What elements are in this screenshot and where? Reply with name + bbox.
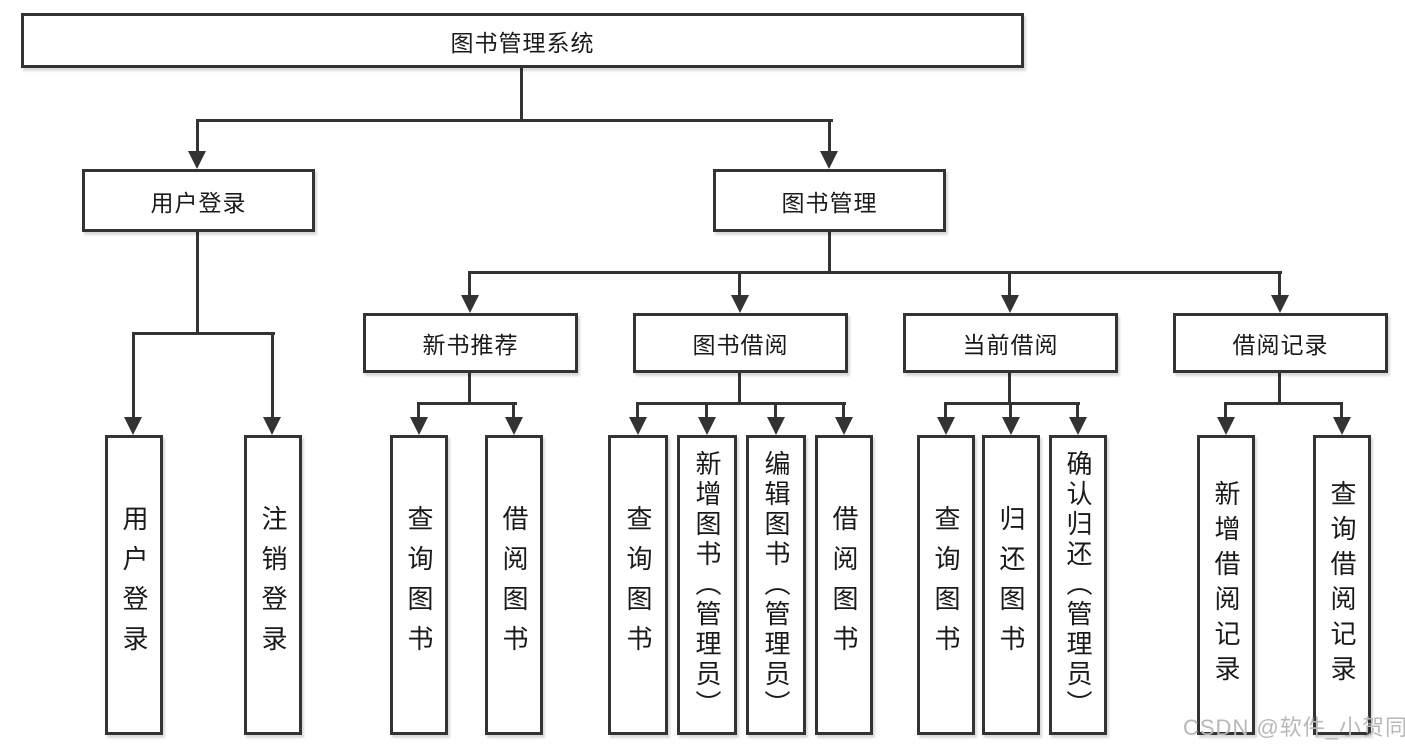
leaf-query-books-2: 查询图书 [608,435,668,735]
leaf-borrow-books-1-label: 借阅图书 [499,505,529,665]
leaf-confirm-return-admin: 确认归还（管理员） [1049,435,1107,735]
csdn-watermark: CSDN @软件_小贺同学 [1183,715,1405,740]
leaf-query-borrow-record-label: 查询借阅记录 [1327,480,1357,690]
arrow-head-leaf-user-login [124,417,142,435]
arrow-head-new-book-recommend [461,295,479,313]
leaf-borrow-books-1: 借阅图书 [485,435,543,735]
leaf-user-login-label: 用户登录 [119,505,149,665]
connector-book-management-stub [828,229,831,274]
arrow-head-g5-query [1333,417,1351,435]
arrow-stem-leaf-user-login [132,332,135,419]
arrow-stem-g3-edit [774,402,777,419]
node-book-management: 图书管理 [713,169,946,232]
arrow-head-user-login [188,151,206,169]
node-current-borrow-label: 当前借阅 [962,332,1059,358]
node-current-borrow: 当前借阅 [903,313,1118,373]
leaf-query-books-3: 查询图书 [917,435,975,735]
connector-book-management-hline [468,271,1282,274]
node-book-borrow: 图书借阅 [633,313,848,373]
leaf-query-borrow-record: 查询借阅记录 [1313,435,1371,735]
arrow-head-g4-return [1002,417,1020,435]
arrow-stem-g4-return [1009,402,1012,419]
leaf-query-books-2-label: 查询图书 [623,505,653,665]
arrow-stem-book-borrow [738,271,741,297]
connector-book-borrow-stub [738,370,741,405]
arrow-stem-g2-borrow [512,402,515,419]
arrow-head-g2-borrow [505,417,523,435]
leaf-query-books-3-label: 查询图书 [931,505,961,665]
node-new-book-recommend: 新书推荐 [363,313,578,373]
node-book-management-label: 图书管理 [781,189,878,216]
arrow-stem-g4-confirm [1076,402,1079,419]
leaf-logout-label: 注销登录 [258,505,288,665]
connector-current-borrow-stub [1008,370,1011,405]
node-borrow-records: 借阅记录 [1173,313,1388,373]
arrow-stem-borrow-records [1278,271,1281,297]
arrow-head-g3-add [698,417,716,435]
arrow-stem-g4-query [944,402,947,419]
connector-current-borrow-hline [944,402,1080,405]
arrow-stem-g3-add [705,402,708,419]
leaf-logout: 注销登录 [244,435,302,735]
connector-new-book-recommend-hline [417,402,517,405]
node-library-system: 图书管理系统 [21,13,1024,68]
connector-borrow-records-stub [1278,370,1281,405]
leaf-borrow-books-2-label: 借阅图书 [829,505,859,665]
arrow-head-g3-borrow [835,417,853,435]
arrow-head-leaf-logout [263,417,281,435]
leaf-confirm-return-admin-label: 确认归还（管理员） [1063,450,1093,720]
arrow-head-borrow-records [1271,295,1289,313]
leaf-borrow-books-2: 借阅图书 [815,435,873,735]
arrow-stem-g5-add [1224,402,1227,419]
arrow-stem-user-login [196,119,199,153]
arrow-head-g2-query [410,417,428,435]
node-user-login: 用户登录 [82,169,315,232]
leaf-add-book-admin-label: 新增图书（管理员） [692,450,722,720]
node-book-borrow-label: 图书借阅 [692,332,789,358]
leaf-query-books-1-label: 查询图书 [404,505,434,665]
leaf-query-books-1: 查询图书 [390,435,448,735]
leaf-return-book-label: 归还图书 [996,505,1026,665]
arrow-head-g5-add [1217,417,1235,435]
connector-borrow-records-hline [1224,402,1343,405]
leaf-add-book-admin: 新增图书（管理员） [677,435,737,735]
node-new-book-recommend-label: 新书推荐 [422,332,519,358]
arrow-stem-current-borrow [1008,271,1011,297]
connector-user-login-hline [132,332,275,335]
arrow-stem-g3-borrow [842,402,845,419]
arrow-stem-leaf-logout [271,332,274,419]
connector-root-hline [196,119,833,122]
leaf-edit-book-admin-label: 编辑图书（管理员） [761,450,791,720]
arrow-head-g4-query [937,417,955,435]
leaf-return-book: 归还图书 [982,435,1040,735]
leaf-add-borrow-record: 新增借阅记录 [1197,435,1255,735]
connector-root-stub [520,66,523,121]
node-user-login-label: 用户登录 [150,189,247,216]
arrow-stem-g5-query [1340,402,1343,419]
arrow-head-book-borrow [731,295,749,313]
arrow-head-g3-query [629,417,647,435]
connector-book-borrow-hline [636,402,846,405]
node-borrow-records-label: 借阅记录 [1232,332,1329,358]
arrow-head-g3-edit [767,417,785,435]
connector-user-login-stub [196,229,199,335]
leaf-edit-book-admin: 编辑图书（管理员） [746,435,806,735]
leaf-user-login: 用户登录 [105,435,163,735]
leaf-add-borrow-record-label: 新增借阅记录 [1211,480,1241,690]
arrow-head-g4-confirm [1069,417,1087,435]
arrow-head-current-borrow [1001,295,1019,313]
arrow-stem-g3-query [636,402,639,419]
arrow-stem-new-book-recommend [468,271,471,297]
node-library-system-label: 图书管理系统 [450,29,595,56]
connector-new-book-recommend-stub [468,370,471,405]
arrow-stem-book-management [828,119,831,153]
arrow-head-book-management [820,151,838,169]
arrow-stem-g2-query [417,402,420,419]
